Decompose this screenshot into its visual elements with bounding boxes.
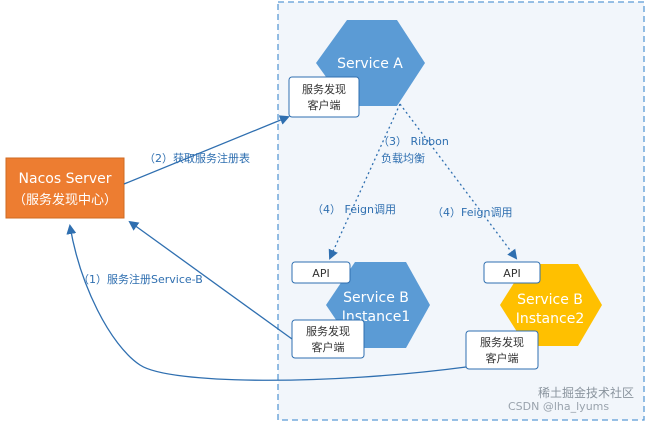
service-a-label: Service A — [337, 56, 403, 72]
register-arrow-b2 — [66, 224, 467, 381]
service-b1-api-box: API — [291, 261, 351, 284]
service-b1-discovery-client: 服务发现 客户端 — [291, 319, 365, 359]
service-a-discovery-client: 服务发现 客户端 — [288, 76, 360, 118]
watermark-line2: CSDN @lha_lyums — [508, 400, 609, 413]
nacos-server-node: Nacos Server （服务发现中心） — [5, 157, 125, 219]
nacos-server-subtitle: （服务发现中心） — [13, 192, 117, 208]
ribbon-label-line1: （3） Ribbon — [378, 135, 449, 148]
feign-call-label-right: （4）Feign调用 — [432, 206, 513, 219]
service-b-instance2-node: Service B Instance2 — [500, 264, 602, 346]
discovery-client-line1: 服务发现 — [480, 335, 524, 349]
service-b2-line2: Instance2 — [516, 311, 584, 327]
discovery-client-line2: 客户端 — [486, 351, 519, 365]
service-b2-api-label: API — [503, 267, 520, 280]
feign-call-arrow-b1 — [328, 103, 401, 260]
feign-call-arrow-b2 — [399, 103, 518, 260]
nacos-server-title: Nacos Server — [19, 171, 112, 187]
watermark-line1: 稀土掘金技术社区 — [538, 385, 634, 400]
ribbon-label-line2: 负载均衡 — [381, 151, 425, 165]
service-b2-discovery-client: 服务发现 客户端 — [465, 330, 539, 370]
discovery-client-line1: 服务发现 — [302, 82, 346, 96]
service-b1-api-label: API — [312, 267, 329, 280]
fetch-registry-label: （2）获取服务注册表 — [144, 151, 250, 165]
service-b2-line1: Service B — [517, 292, 583, 308]
feign-call-label-left: （4） Feign调用 — [312, 203, 396, 216]
fetch-registry-arrow — [123, 115, 290, 185]
service-b2-api-box: API — [483, 261, 541, 284]
service-b1-line1: Service B — [343, 290, 409, 306]
discovery-client-line2: 客户端 — [308, 98, 341, 112]
discovery-client-line2: 客户端 — [312, 340, 345, 354]
register-arrow-b1 — [128, 220, 293, 340]
discovery-client-line1: 服务发现 — [306, 324, 350, 338]
register-label: （1）服务注册Service-B — [78, 272, 203, 286]
